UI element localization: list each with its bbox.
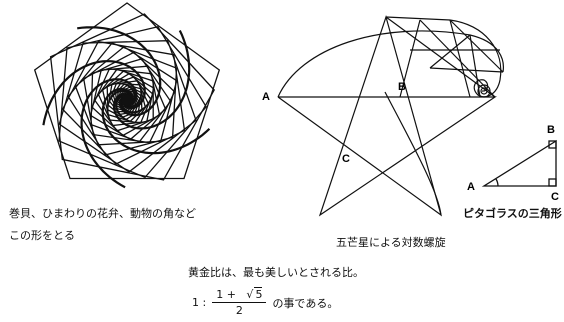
formula-prefix: 1 : <box>192 296 207 309</box>
spiral-center <box>480 87 488 95</box>
inner-line <box>449 19 471 98</box>
inner-line <box>429 67 504 73</box>
formula-numerator-a: 1 + <box>216 288 236 301</box>
spiral-center <box>477 84 491 98</box>
spiral-inner-arc <box>449 19 502 98</box>
spiral-lower-arc <box>384 91 442 216</box>
spiral-arm <box>42 60 146 126</box>
inner-line <box>385 16 451 21</box>
formula-radicand: 5 <box>254 287 263 301</box>
formula-fraction: 1 + √5 2 <box>212 287 267 317</box>
caption-spiral-line1: 巻貝、ひまわりの花弁、動物の角など <box>9 207 196 220</box>
star-label-b: B <box>398 81 406 93</box>
inner-line <box>429 34 471 69</box>
star-label-a: A <box>262 91 270 103</box>
inner-line <box>385 16 496 98</box>
inner-line <box>469 34 481 98</box>
pythagorean-triangle-drawing <box>481 139 557 187</box>
formula-denominator: 2 <box>235 304 243 317</box>
formula-radical-sign: √ <box>246 288 254 301</box>
spiral-pentagon <box>33 2 221 180</box>
star-label-c: C <box>342 153 350 165</box>
pentagon-spiral-drawing <box>33 2 221 189</box>
spiral-arm <box>80 78 138 189</box>
golden-ratio-statement: 黄金比は、最も美しいとされる比。 <box>188 266 364 279</box>
formula-suffix: の事である。 <box>272 296 339 310</box>
formula-numerator: 1 + √5 <box>212 287 267 303</box>
spiral-arm <box>112 30 191 130</box>
pentagram-spiral-drawing <box>277 14 504 217</box>
spiral-core <box>120 93 134 107</box>
caption-triangle: ピタゴラスの三角形 <box>463 207 562 220</box>
triangle-label-a: A <box>467 181 475 193</box>
spiral-outer-arc <box>277 30 504 98</box>
triangle-label-c: C <box>551 191 559 203</box>
pentagram-star-outline <box>277 14 497 217</box>
caption-spiral-line2: この形をとる <box>9 229 75 242</box>
spiral-arm <box>77 26 162 117</box>
golden-ratio-formula: 1 : 1 + √5 2 の事である。 <box>192 287 339 317</box>
inner-line <box>419 19 496 98</box>
spiral-arm <box>101 87 211 155</box>
caption-star: 五芒星による対数螺旋 <box>336 236 446 249</box>
inner-line <box>449 19 504 73</box>
triangle-label-b: B <box>547 124 555 136</box>
inner-line <box>399 19 421 98</box>
